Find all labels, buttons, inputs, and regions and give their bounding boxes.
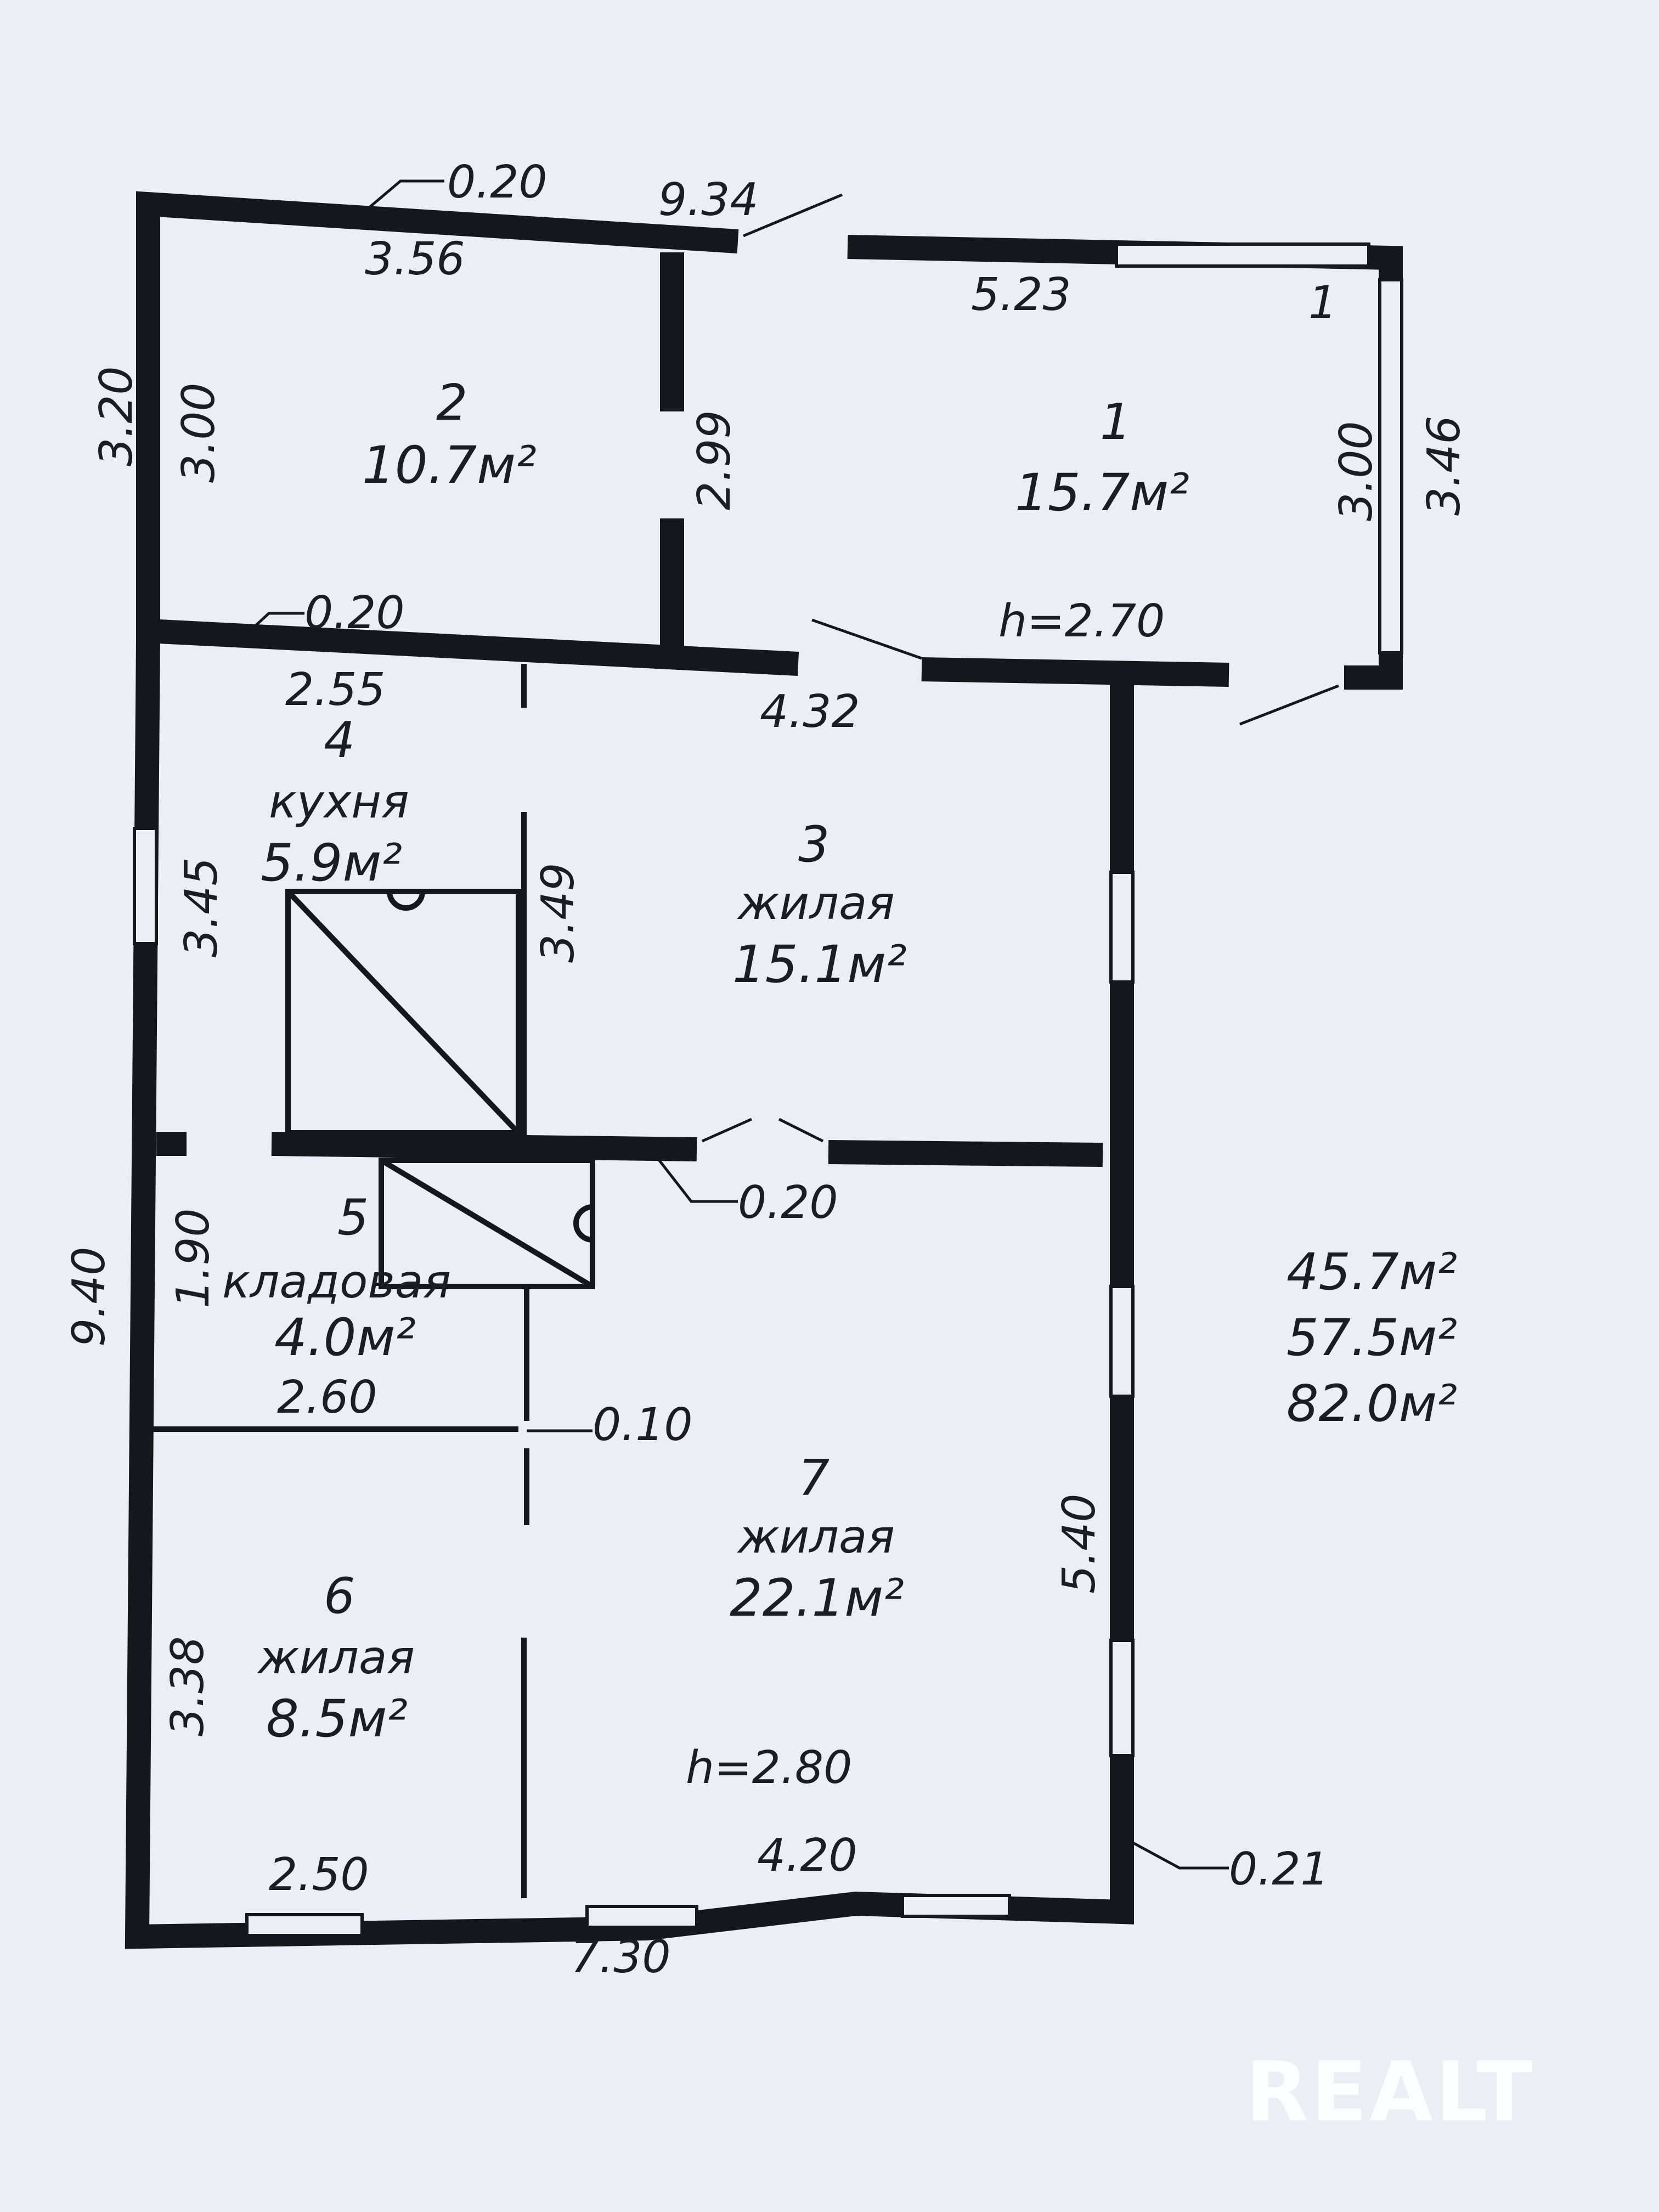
window-room1-top (1115, 242, 1370, 268)
dim-345: 3.45 (176, 857, 228, 957)
total-living-area: 45.7м² (1286, 1243, 1457, 1301)
dim-300-left: 3.00 (173, 382, 225, 483)
window-kitchen (133, 827, 158, 945)
dim-346: 3.46 (1418, 415, 1470, 516)
window-room7-bottom-a (585, 1905, 698, 1929)
leader-020-mid (246, 612, 304, 635)
window-room7-bottom-b (901, 1894, 1011, 1918)
room-3-number: 3 (798, 816, 830, 873)
dim-523: 5.23 (971, 269, 1071, 321)
kitchen-fixture-diagonal (286, 889, 521, 1135)
height-280: h=2.80 (686, 1742, 852, 1794)
room-5-number: 5 (337, 1189, 369, 1246)
leader-021 (1113, 1831, 1229, 1870)
realt-watermark: REALT (1245, 2045, 1534, 2140)
window-room7-a (1109, 1285, 1135, 1398)
total-general-area: 57.5м² (1286, 1308, 1457, 1367)
room-1-number: 1 (1100, 393, 1131, 451)
room-7-area: 22.1м² (730, 1568, 904, 1628)
room-4-area: 5.9м² (261, 833, 402, 893)
room-2-area: 10.7м² (362, 436, 537, 495)
room-5-area: 4.0м² (274, 1308, 416, 1368)
room-6-number: 6 (324, 1567, 355, 1625)
room-labels: 1 15.7м² 2 10.7м² 3 жилая 15.1м² 4 кухня… (222, 374, 1189, 1749)
dim-021: 0.21 (1229, 1843, 1329, 1895)
room-4-name: кухня (269, 775, 409, 828)
dim-010: 0.10 (592, 1399, 693, 1451)
room-5-name: кладовая (222, 1255, 451, 1308)
dim-730: 7.30 (571, 1931, 671, 1983)
fixtures (285, 889, 595, 1289)
room-4-number: 4 (324, 712, 355, 769)
leader-020-top (364, 179, 444, 212)
kitchen-fixture-arc (387, 891, 425, 911)
dim-020-top: 0.20 (447, 156, 548, 208)
door-swing-room3-right (778, 1118, 824, 1143)
door-swing-room1 (1239, 684, 1339, 726)
dim-299: 2.99 (689, 410, 741, 510)
dim-250: 2.50 (269, 1849, 369, 1901)
door-swing-entrance-a (743, 193, 843, 238)
dim-020-inner: 0.20 (738, 1177, 838, 1229)
dimension-labels: 0.20 9.34 3.56 5.23 1 3.20 3.00 2.99 3.0… (63, 156, 1470, 1983)
dim-540: 5.40 (1053, 1493, 1105, 1594)
dim-1-mark: 1 (1308, 277, 1337, 329)
window-room6-bottom (245, 1913, 364, 1937)
dim-934: 9.34 (658, 174, 759, 226)
room-3-name: жилая (737, 876, 895, 930)
leaders (246, 179, 1339, 1870)
dim-940: 9.40 (63, 1246, 115, 1347)
storage-fixture-diagonal (380, 1158, 594, 1289)
windows (133, 242, 1403, 1937)
dim-320: 3.20 (91, 366, 143, 466)
dim-020-mid: 0.20 (304, 587, 405, 639)
door-swing-room3-top (811, 618, 922, 660)
area-totals: 45.7м² 57.5м² 82.0м² (1286, 1243, 1457, 1433)
wall-room2-outer (136, 191, 799, 676)
window-room1-right (1378, 278, 1403, 654)
storage-fixture-box (379, 1158, 595, 1289)
door-swing-room3-left (701, 1118, 753, 1143)
window-room7-b (1109, 1639, 1135, 1757)
dim-255: 2.55 (285, 664, 386, 716)
room-3-area: 15.1м² (732, 935, 907, 995)
wall-kitchen-bottom (271, 1132, 697, 1161)
total-overall-area: 82.0м² (1286, 1374, 1457, 1433)
dim-356: 3.56 (365, 233, 465, 285)
dim-349: 3.49 (532, 862, 584, 963)
height-270: h=2.70 (998, 595, 1165, 647)
dim-300-right: 3.00 (1330, 421, 1383, 521)
leader-020-inner (652, 1151, 738, 1203)
dim-432: 4.32 (760, 686, 860, 738)
dim-260: 2.60 (277, 1372, 377, 1424)
room-7-name: жилая (737, 1510, 895, 1564)
room-1-area: 15.7м² (1015, 463, 1189, 523)
room-7-number: 7 (798, 1449, 830, 1507)
dim-420: 4.20 (757, 1830, 857, 1882)
room-6-name: жилая (257, 1630, 415, 1684)
room-6-area: 8.5м² (266, 1689, 408, 1749)
dim-338: 3.38 (162, 1636, 214, 1736)
wall-room3-bottom (828, 1140, 1103, 1167)
dim-190: 1.90 (167, 1208, 219, 1308)
storage-fixture-arc (573, 1204, 593, 1243)
wall-room3-top-right (921, 657, 1229, 687)
kitchen-fixture-box (285, 889, 521, 1136)
room-2-number: 2 (436, 374, 467, 432)
window-room3 (1109, 871, 1135, 984)
